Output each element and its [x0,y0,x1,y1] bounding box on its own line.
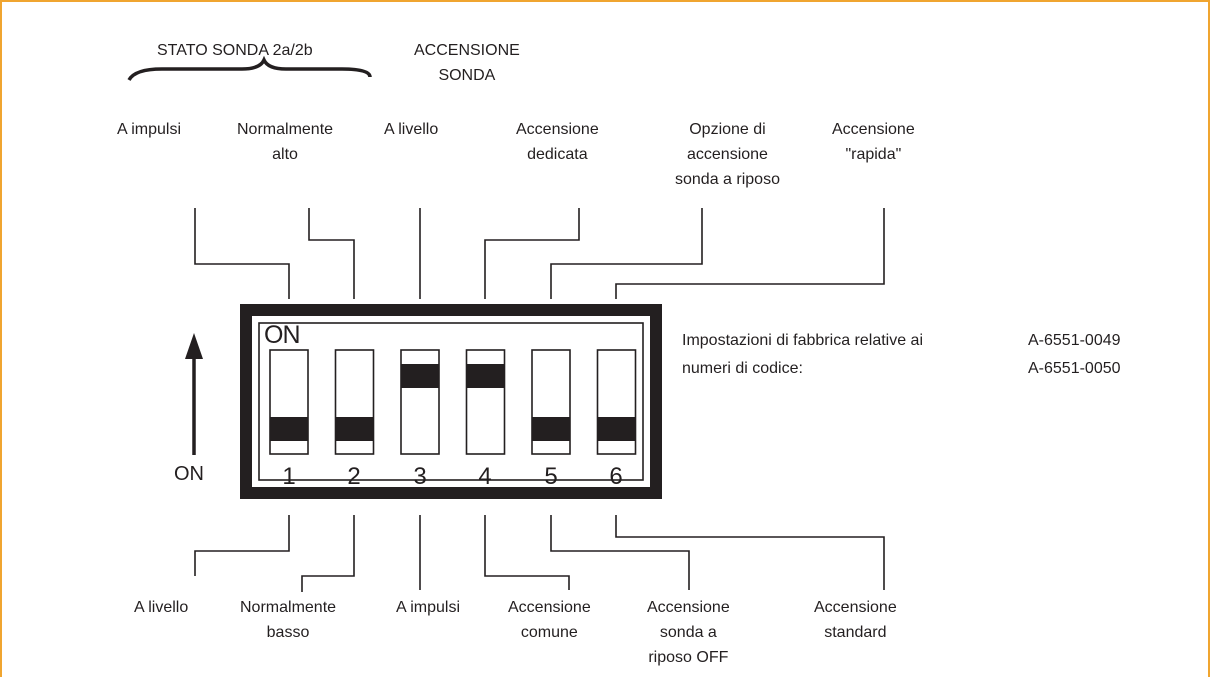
leader-bottom-5 [550,515,690,590]
leader-top-2 [308,208,355,299]
switch-number-1: 1 [282,463,296,490]
label-line: Accensione [814,599,897,616]
label-line: comune [520,624,578,641]
dip-switch [240,304,662,499]
leader-top-1 [194,208,290,299]
label-line: A impulsi [396,599,461,616]
label-line: Accensione [516,121,599,138]
top-label-4: Accensione dedicata [516,117,599,167]
leader-top-5 [550,208,703,299]
group-label-line: SONDA [438,67,496,84]
label-line: alto [272,146,298,163]
factory-text-line: Impostazioni di fabbrica relative ai [682,332,924,349]
bottom-label-5: Accensione sonda a riposo OFF [647,595,730,670]
leader-bottom-1 [194,515,290,576]
switch-knob-3 [401,364,439,388]
switch-knob-5 [532,417,570,441]
top-label-2: Normalmente alto [237,117,333,167]
leader-top-6 [615,208,885,299]
switch-knob-1 [270,417,308,441]
switch-number-3: 3 [413,463,427,490]
on-direction-arrow [185,333,203,455]
label-line: A livello [384,121,439,138]
top-label-1: A impulsi [117,117,181,142]
leader-top-4 [484,208,580,299]
label-line: Normalmente [237,121,334,138]
label-line: sonda a riposo [675,171,780,188]
bottom-label-1: A livello [134,595,188,620]
bottom-label-6: Accensione standard [814,595,897,645]
label-line: A livello [134,599,189,616]
factory-code: A-6551-0050 [1028,360,1121,377]
group-label-probe-state: STATO SONDA 2a/2b [157,42,313,59]
switch-knob-2 [335,417,374,441]
factory-text-line: numeri di codice: [682,360,803,377]
label-line: A impulsi [117,121,182,138]
group-label-probe-power: ACCENSIONE SONDA [414,38,520,88]
label-line: basso [266,624,310,641]
switch-number-2: 2 [347,463,361,490]
factory-code: A-6551-0049 [1028,332,1121,349]
leader-bottom-4 [484,515,570,590]
arrow-on-label: ON [174,463,204,485]
group-brace [127,55,372,81]
bottom-label-3: A impulsi [396,595,460,620]
switch-number-4: 4 [478,463,492,490]
label-line: Normalmente [240,599,337,616]
bottom-label-4: Accensione comune [508,595,591,645]
label-line: accensione [687,146,768,163]
switch-number-6: 6 [609,463,623,490]
leader-bottom-6 [615,515,885,590]
switch-knob-6 [597,417,636,441]
label-line: riposo OFF [648,649,729,666]
label-line: Accensione [832,121,915,138]
dip-sliders [269,349,637,455]
label-line: "rapida" [845,146,902,163]
leader-bottom-2 [301,515,355,592]
label-line: Opzione di [689,121,766,138]
top-label-3: A livello [384,117,438,142]
factory-settings-text: Impostazioni di fabbrica relative ai num… [682,327,923,383]
top-label-5: Opzione di accensione sonda a riposo [675,117,780,192]
label-line: Accensione [647,599,730,616]
factory-codes: A-6551-0049 A-6551-0050 [1028,327,1121,383]
label-line: sonda a [659,624,717,641]
label-line: standard [824,624,887,641]
group-label-line: ACCENSIONE [414,42,520,59]
top-label-6: Accensione "rapida" [832,117,915,167]
label-line: Accensione [508,599,591,616]
bottom-label-2: Normalmente basso [240,595,336,645]
dip-on-label: ON [264,321,300,349]
label-line: dedicata [527,146,588,163]
switch-number-5: 5 [544,463,558,490]
switch-knob-4 [466,364,505,388]
